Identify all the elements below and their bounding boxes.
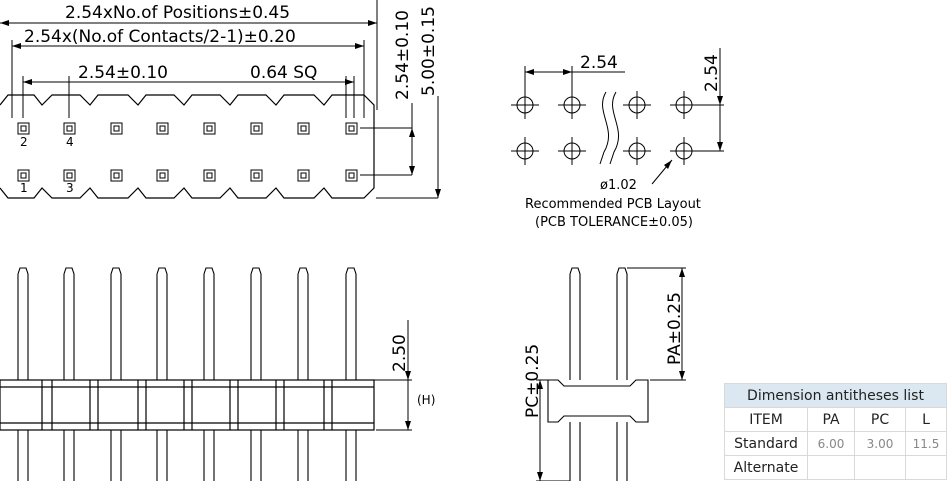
value-pa: 6.00: [807, 431, 855, 456]
column-header-item: ITEM: [724, 407, 808, 432]
dim-positions: 2.54xNo.of Positions±0.45: [65, 3, 290, 23]
dimension-table-title: Dimension antitheses list: [724, 383, 947, 408]
pin-number-1: 1: [20, 181, 28, 195]
value-l: 11.5: [905, 431, 947, 456]
table-row: Standard 6.00 3.00 11.5: [724, 431, 947, 456]
pcb-dimension-lines: [524, 48, 724, 185]
pcb-dim-pitch-y: 2.54: [702, 54, 722, 92]
front-dim-height: (H): [417, 393, 435, 407]
side-dim-pa: PA±0.25: [665, 292, 685, 365]
pcb-tolerance: (PCB TOLERANCE±0.05): [535, 215, 693, 230]
pcb-dim-pitch-x: 2.54: [580, 53, 618, 73]
row-label-alternate: Alternate: [724, 455, 808, 480]
front-view-pins: [17, 267, 357, 481]
front-dim-pin-top: 2.50: [390, 334, 410, 372]
top-view-header-outline: [0, 94, 375, 199]
dim-pin-sq: 0.64 SQ: [250, 63, 317, 83]
top-view-pins: [17, 122, 358, 182]
column-header-l: L: [905, 407, 947, 432]
value-pc: 3.00: [854, 431, 906, 456]
table-row: Alternate: [724, 455, 947, 480]
dimension-table: Dimension antitheses list ITEM PA PC L S…: [724, 383, 947, 480]
pin-number-4: 4: [66, 135, 74, 149]
pin-number-2: 2: [20, 135, 28, 149]
row-label-standard: Standard: [724, 431, 808, 456]
value-pa: [807, 455, 855, 480]
dim-row-pitch: 2.54±0.10: [393, 10, 413, 100]
side-dim-pc: PC±0.25: [523, 344, 543, 418]
value-l: [905, 455, 947, 480]
pcb-caption: Recommended PCB Layout: [525, 197, 701, 212]
arrowheads: [0, 20, 723, 481]
column-header-pc: PC: [854, 407, 906, 432]
column-header-pa: PA: [807, 407, 855, 432]
dim-pitch: 2.54±0.10: [78, 63, 168, 83]
value-pc: [854, 455, 906, 480]
top-view-dimension-lines: [0, 0, 439, 199]
front-view-body: [0, 379, 375, 431]
side-view: [547, 267, 649, 481]
pcb-holes: [511, 91, 698, 165]
dim-body-width: 5.00±0.15: [419, 6, 439, 96]
dim-contacts: 2.54x(No.of Contacts/2-1)±0.20: [24, 27, 296, 47]
pcb-dim-hole: ø1.02: [600, 178, 637, 193]
pin-number-3: 3: [66, 181, 74, 195]
side-view-dimension-lines: [536, 267, 686, 481]
